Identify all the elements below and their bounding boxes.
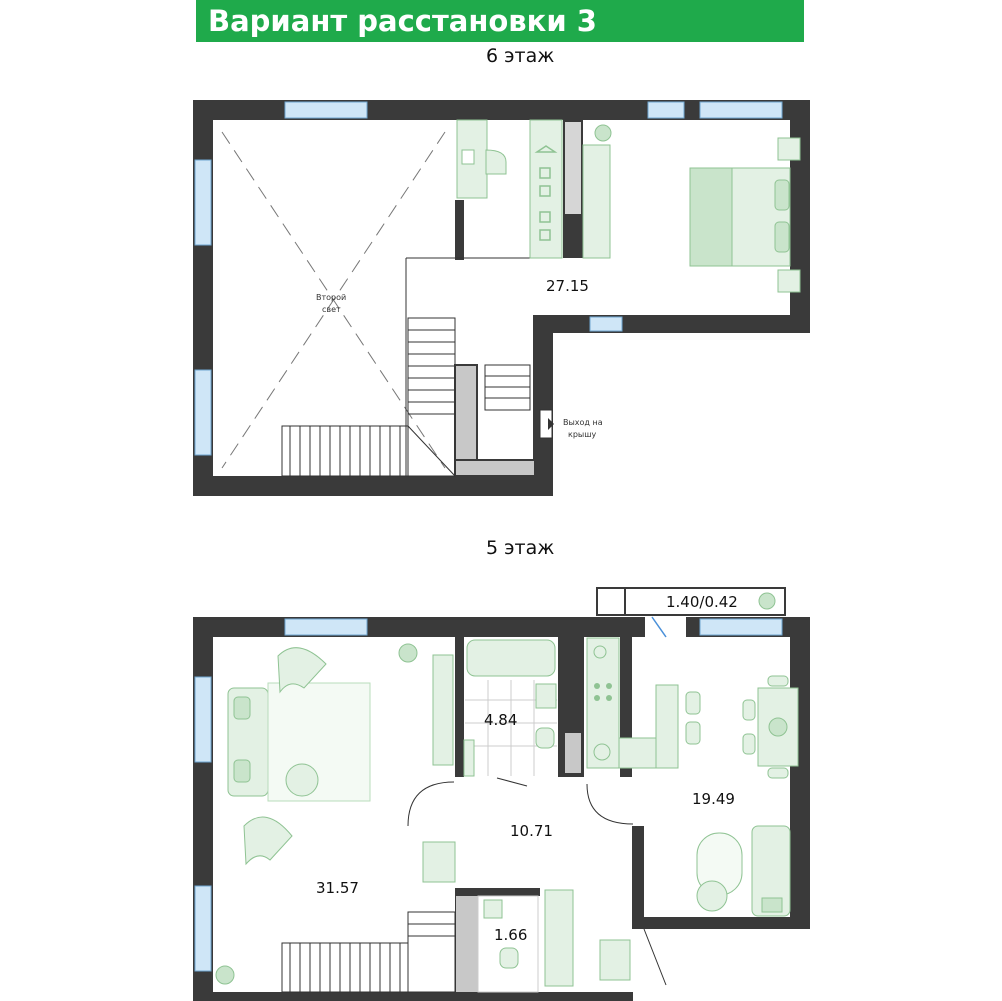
cushion-2	[233, 759, 251, 783]
second-light-label-1: Второй	[316, 293, 346, 302]
pouf	[696, 880, 728, 912]
cushion-3	[761, 897, 783, 913]
nightstand-1	[777, 137, 801, 161]
coffee-table	[285, 763, 319, 797]
floor-label-lower: 5 этаж	[486, 537, 555, 559]
plant-icon-balcony	[758, 592, 776, 610]
room-area-wc: 1.66	[494, 926, 527, 944]
hall-wardrobe	[544, 889, 574, 987]
desk-lamp-icon	[461, 149, 475, 165]
door-swing-living	[407, 781, 455, 827]
room-area-hall: 10.71	[510, 822, 553, 840]
balcony-door	[651, 616, 667, 638]
balcony-pillar	[596, 587, 626, 616]
pillow-2	[774, 221, 790, 253]
bathtub	[466, 639, 556, 677]
rug	[267, 682, 371, 802]
plant-icon-upper	[594, 124, 612, 142]
dining-chair-4	[767, 767, 789, 779]
balcony	[596, 587, 786, 616]
pillow-1	[774, 179, 790, 211]
upper-windows	[194, 101, 783, 456]
lower-stairs	[281, 911, 456, 993]
desk-chair	[485, 149, 507, 175]
upper-floor-plan: Второй свет Выход на крышу	[193, 100, 810, 496]
nightstand-2	[777, 269, 801, 293]
washing-machine	[463, 739, 475, 777]
lower-floor-plan: 1.40/0.42 4.84 31.57	[193, 587, 810, 1001]
room-area-balcony: 1.40/0.42	[666, 593, 738, 611]
tv-stand	[432, 654, 454, 766]
upper-stairs	[281, 257, 533, 477]
wc-sink	[483, 899, 503, 919]
wc-shaft	[456, 896, 478, 992]
plant-icon-living-2	[215, 965, 235, 985]
wardrobe	[529, 119, 563, 259]
bathroom-tiles	[465, 680, 557, 776]
second-light-label-2: свет	[322, 305, 341, 314]
hanger-icons	[534, 145, 558, 241]
roof-exit-arrow-icon	[548, 418, 554, 430]
dining-chair-3	[767, 675, 789, 687]
bed-blanket	[689, 167, 733, 267]
stair-wall	[454, 459, 536, 477]
kitchen-sink-icon	[593, 743, 611, 761]
fridge-icon	[593, 645, 607, 659]
hall-bench	[422, 841, 456, 883]
room-area-bedroom: 27.15	[546, 277, 589, 295]
floor-label-upper: 6 этаж	[486, 45, 555, 67]
lower-windows	[194, 618, 783, 972]
hob-2	[606, 683, 612, 689]
kitchen-sofa	[751, 825, 791, 917]
bar-stool-1	[685, 691, 701, 715]
kitchen-counter	[586, 637, 620, 769]
shoe-cabinet	[599, 939, 631, 981]
armchair-1	[277, 647, 327, 694]
door-bathroom	[496, 777, 528, 787]
roof-exit-label-2: крышу	[568, 430, 597, 439]
page-title: Вариант расстановки 3	[208, 4, 597, 38]
kitchen-counter-2	[618, 737, 660, 769]
hob-1	[594, 683, 600, 689]
dining-chair-2	[742, 733, 756, 755]
door-swing-kitchen	[586, 783, 634, 825]
room-area-living: 31.57	[316, 879, 359, 897]
header-banner: Вариант расстановки 3	[196, 0, 804, 42]
roof-exit-label-1: Выход на	[563, 418, 603, 427]
plant-icon-living	[398, 643, 418, 663]
partition	[565, 122, 581, 214]
cushion-1	[233, 696, 251, 720]
room-area-bathroom: 4.84	[484, 711, 517, 729]
hob-4	[606, 695, 612, 701]
kitchen-island	[655, 684, 679, 769]
dining-chair-1	[742, 699, 756, 721]
wc-toilet	[499, 947, 519, 969]
entry-door	[643, 928, 667, 986]
room-area-kitchen: 19.49	[692, 790, 735, 808]
sink	[535, 683, 557, 709]
bar-stool-2	[685, 721, 701, 745]
shaft-lower	[565, 733, 581, 773]
toilet	[535, 727, 555, 749]
wardrobe-2	[582, 144, 611, 259]
armchair-2	[243, 816, 293, 866]
table-plant-icon	[768, 717, 788, 737]
hob-3	[594, 695, 600, 701]
